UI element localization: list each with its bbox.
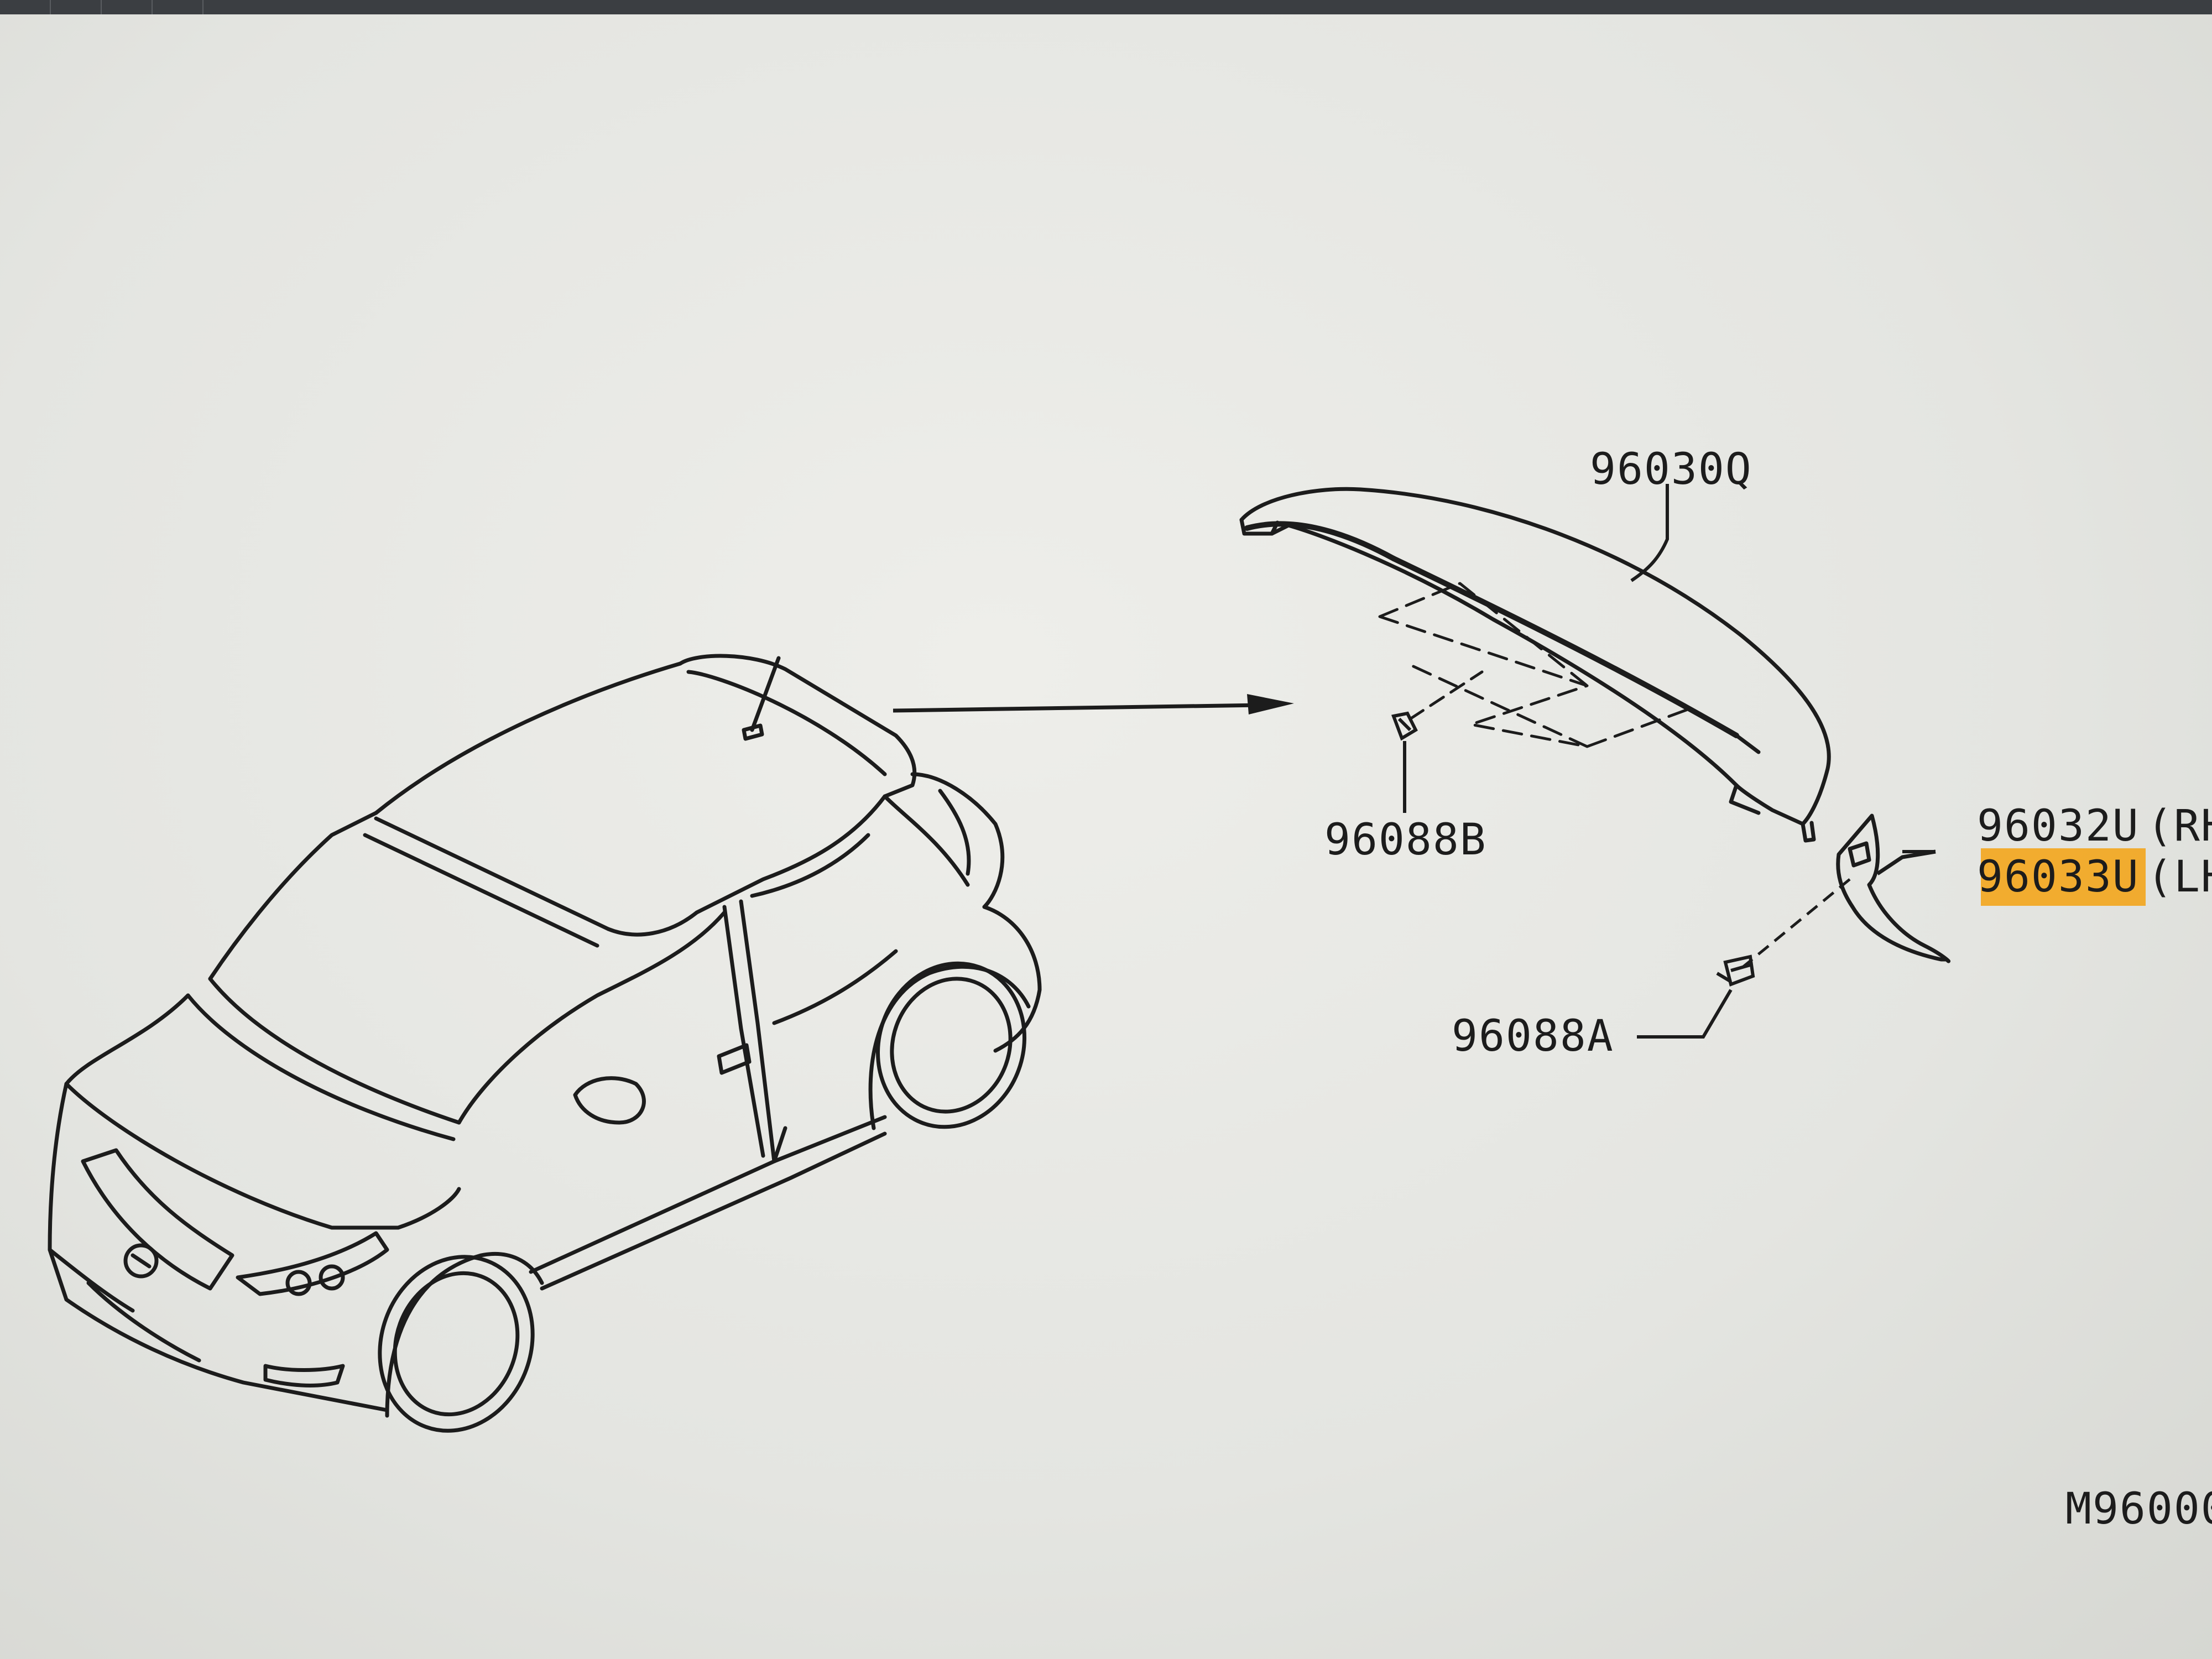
car-illustration bbox=[48, 654, 1042, 1433]
label-rh-suffix: (RH bbox=[2147, 801, 2212, 851]
toolbar-button-2[interactable] bbox=[51, 0, 102, 14]
viewer-toolbar bbox=[0, 0, 2212, 14]
label-lh-suffix: (LH bbox=[2147, 852, 2212, 902]
clip-96088b bbox=[1391, 711, 1418, 813]
toolbar-button-1[interactable] bbox=[0, 0, 51, 14]
figure-code: M96000 bbox=[2065, 1484, 2212, 1534]
highlight-96033u bbox=[1981, 848, 2146, 906]
side-trim-part bbox=[1741, 813, 1951, 969]
reference-arrow bbox=[893, 694, 1294, 714]
label-96030q: 96030Q bbox=[1590, 445, 1752, 494]
label-96032u: 96032U bbox=[1977, 801, 2140, 851]
rear-spoiler-part bbox=[1239, 487, 1831, 843]
label-96088b: 96088B bbox=[1324, 815, 1487, 865]
label-96033u: 96033U bbox=[1977, 852, 2140, 902]
clip-96088a bbox=[1637, 954, 1755, 1039]
zoom-icon[interactable] bbox=[153, 0, 204, 14]
label-96088a: 96088A bbox=[1452, 1011, 1614, 1061]
leader-lines bbox=[1630, 484, 1936, 853]
toolbar-button-3[interactable] bbox=[102, 0, 153, 14]
